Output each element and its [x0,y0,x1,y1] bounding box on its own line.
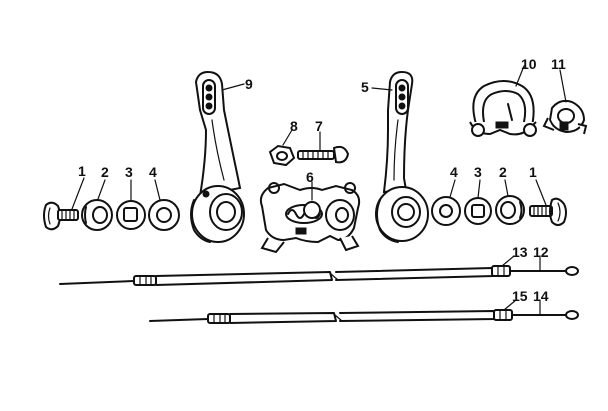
clamp-band-10 [469,80,537,137]
label-part-12: 12 [533,244,549,260]
flat-washer-left [148,199,180,231]
label-part-13: 13 [512,244,528,260]
label-part-2-right: 2 [499,164,507,180]
leader-8 [282,129,293,146]
cable-clip-11 [542,99,588,135]
label-part-10: 10 [521,56,537,72]
label-part-8: 8 [290,118,298,134]
flat-washer-right [431,196,461,226]
leader-4-left [154,179,161,201]
leader-2-right [504,179,509,197]
wing-screw-left [43,201,79,231]
leader-4-right [449,179,456,198]
leader-9 [221,83,245,91]
label-part-5: 5 [361,79,369,95]
label-part-3-left: 3 [125,164,133,180]
label-part-11: 11 [551,56,566,72]
leader-3-right [477,179,481,199]
cable-housing-15 [149,309,513,324]
label-part-7: 7 [315,118,323,134]
label-part-1-left: 1 [78,163,86,179]
dished-washer-right [495,195,525,225]
label-part-6: 6 [306,169,314,185]
leader-11 [559,69,567,103]
hex-nut-8 [268,144,296,167]
label-part-9: 9 [245,76,253,92]
wing-screw-right [529,197,567,226]
leader-1-right [535,179,547,206]
shift-lever-right [375,70,429,243]
leader-15 [503,299,517,311]
inner-cable-14 [511,310,579,320]
shift-lever-left [190,70,245,243]
bolt-7 [297,145,350,164]
leader-2-left [97,179,106,200]
cable-housing-13 [59,265,511,286]
label-part-1-right: 1 [529,164,537,180]
leader-10 [515,65,525,87]
square-washer-right [464,197,492,225]
dished-washer-left [81,199,113,231]
label-part-2-left: 2 [101,164,109,180]
leader-1-left [71,177,85,210]
square-washer-left [116,200,146,230]
mounting-bracket-6 [259,182,361,254]
label-part-3-right: 3 [474,164,482,180]
leader-13 [501,255,515,267]
label-part-15: 15 [512,288,528,304]
label-part-14: 14 [533,288,549,304]
label-part-4-right: 4 [450,164,458,180]
inner-cable-12 [509,266,579,276]
label-part-4-left: 4 [149,164,157,180]
leader-5 [371,87,393,91]
